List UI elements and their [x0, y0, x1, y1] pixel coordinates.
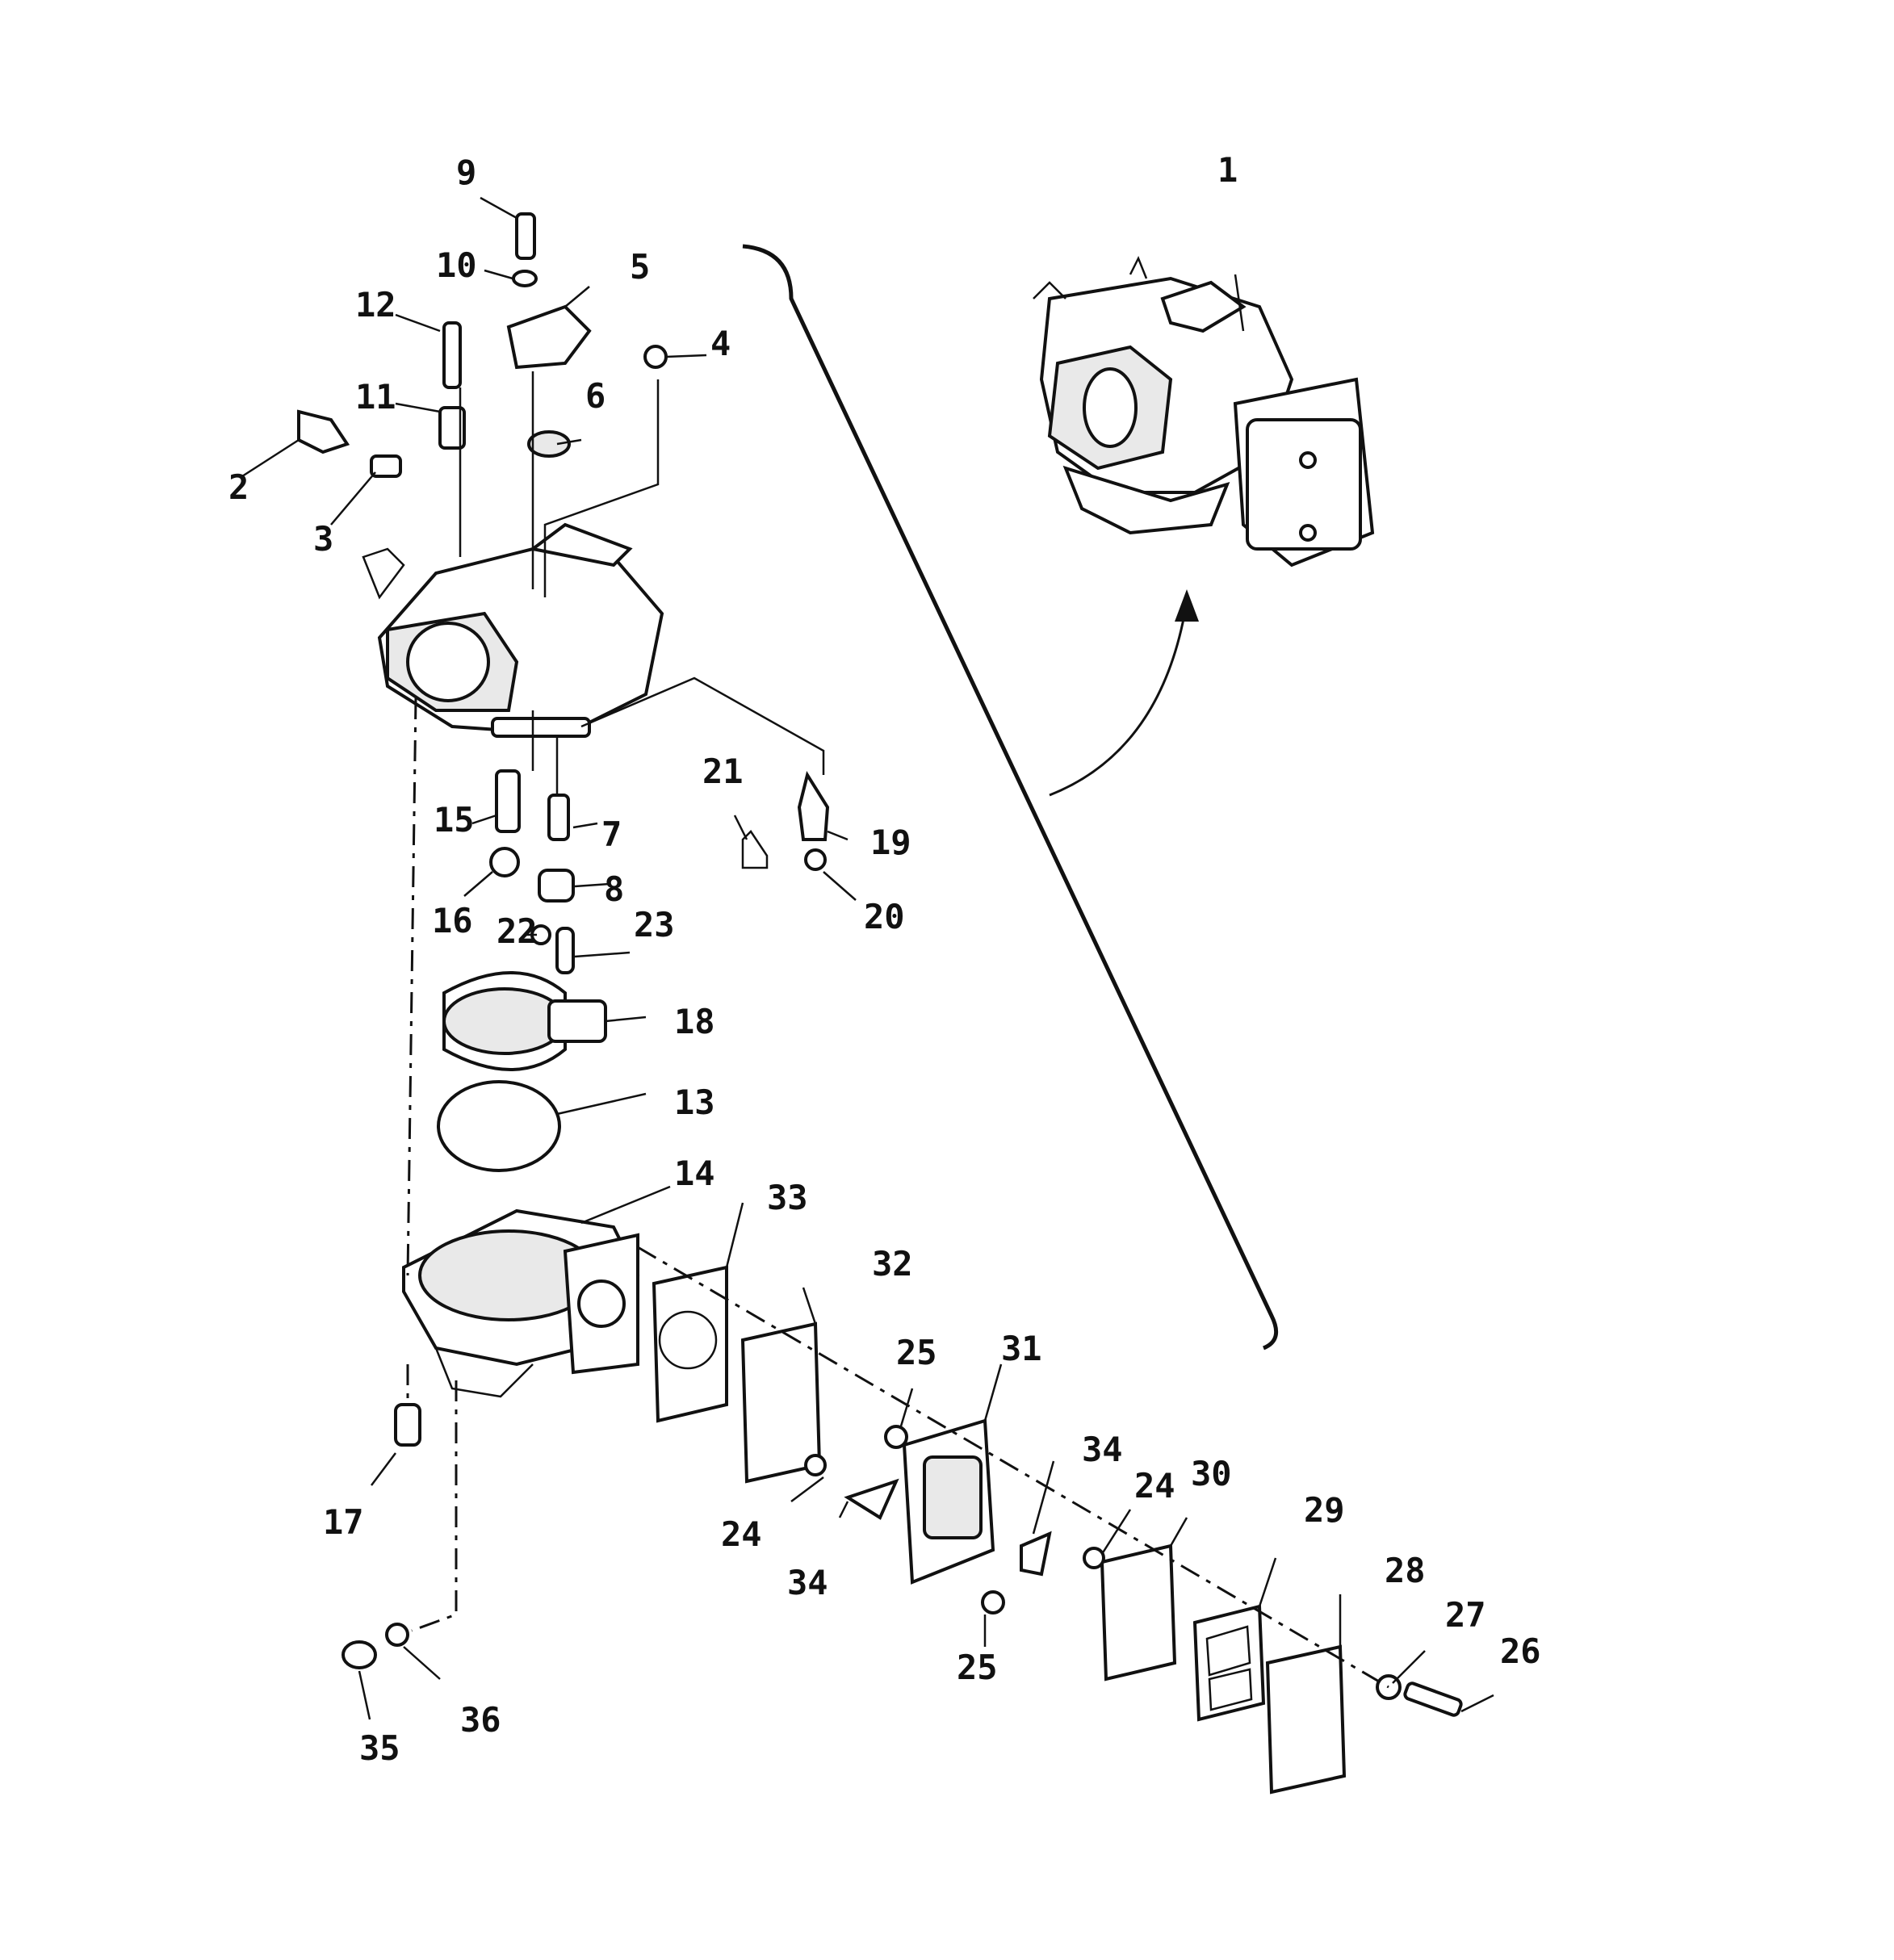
gasket-29	[1192, 1604, 1266, 1722]
jet-15	[495, 769, 521, 833]
callout-17: 17	[323, 1502, 364, 1542]
pump-cover-28	[1265, 1644, 1347, 1795]
cover-5	[506, 304, 592, 370]
washer-10	[512, 270, 538, 287]
washer-36	[385, 1623, 409, 1647]
screw-24b	[1083, 1547, 1105, 1569]
callout-4: 4	[710, 324, 731, 363]
callout-24-right: 24	[1134, 1466, 1175, 1506]
callout-25-top: 25	[896, 1333, 937, 1372]
plug-8	[538, 869, 575, 903]
callout-27: 27	[1445, 1595, 1486, 1635]
callout-34-right: 34	[1082, 1430, 1123, 1469]
alignment-line-diagonal	[637, 1246, 1389, 1689]
jet-7	[547, 794, 570, 841]
callout-13: 13	[674, 1083, 715, 1122]
callout-20: 20	[864, 897, 905, 936]
alignment-lines-bottom	[531, 676, 825, 795]
callout-10: 10	[436, 245, 477, 285]
plug-6	[527, 430, 571, 458]
jet-16	[489, 847, 520, 877]
alignment-lines-top	[459, 371, 660, 597]
pin-23	[555, 927, 575, 974]
alignment-line-left	[406, 697, 458, 1632]
assembly-arrowhead	[1175, 589, 1199, 622]
diaphragm-30	[1100, 1543, 1177, 1681]
fuel-bowl	[402, 1208, 640, 1398]
cap-4	[643, 345, 668, 369]
callout-19: 19	[870, 823, 911, 862]
callout-34-left: 34	[787, 1563, 828, 1602]
screw-2	[297, 409, 350, 454]
callout-21: 21	[702, 752, 744, 791]
clip-21	[741, 830, 769, 869]
spring-3	[370, 454, 402, 478]
callout-18: 18	[674, 1002, 715, 1041]
gasket-33	[652, 1265, 728, 1423]
valve-34b	[1020, 1531, 1052, 1577]
callout-26: 26	[1500, 1631, 1541, 1671]
callout-5: 5	[630, 247, 650, 287]
assembly-arrow-line	[1049, 601, 1188, 797]
callout-33: 33	[767, 1178, 808, 1217]
callout-11: 11	[355, 377, 396, 417]
callout-7: 7	[601, 815, 622, 854]
callout-35: 35	[359, 1728, 400, 1768]
callout-14: 14	[674, 1154, 715, 1193]
callout-32: 32	[872, 1244, 913, 1284]
screw-12	[442, 321, 462, 389]
callout-9: 9	[456, 153, 476, 192]
callout-25-bottom: 25	[957, 1648, 998, 1687]
callout-16: 16	[432, 901, 473, 940]
spring-11	[438, 406, 466, 450]
screw-9	[515, 212, 536, 260]
callout-6: 6	[585, 376, 605, 416]
callout-22: 22	[497, 911, 538, 951]
screw-24a	[804, 1454, 827, 1476]
callout-12: 12	[355, 285, 396, 325]
nut-25b	[981, 1590, 1005, 1614]
bowl-gasket	[437, 1080, 561, 1172]
valve-34a	[844, 1478, 899, 1520]
callout-2: 2	[228, 467, 249, 507]
callout-23: 23	[634, 905, 675, 944]
carburetor-upper-body	[362, 522, 664, 738]
callout-24-left: 24	[721, 1514, 762, 1554]
callout-3: 3	[313, 519, 333, 559]
nut-25a	[884, 1425, 908, 1449]
fuel-pump-body	[902, 1418, 995, 1585]
seat-20	[804, 848, 827, 871]
screw-26	[1403, 1681, 1463, 1717]
screw-35	[342, 1640, 377, 1669]
callout-15: 15	[434, 800, 475, 840]
float	[442, 971, 607, 1071]
assembled-carburetor-illustration	[1033, 255, 1375, 567]
needle-19	[797, 770, 830, 841]
callout-29: 29	[1304, 1490, 1345, 1530]
callout-36: 36	[460, 1700, 501, 1740]
screw-17	[394, 1403, 421, 1447]
callout-28: 28	[1385, 1551, 1426, 1590]
callout-30: 30	[1191, 1454, 1232, 1493]
callout-1: 1	[1217, 150, 1238, 190]
callout-8: 8	[604, 869, 624, 909]
callout-labels: 1 2 3 4 5 6 7 8 9 10 12 11 13 14 15 16 1…	[228, 150, 1541, 1768]
callout-31: 31	[1001, 1329, 1042, 1368]
group-bracket	[742, 244, 1279, 1351]
